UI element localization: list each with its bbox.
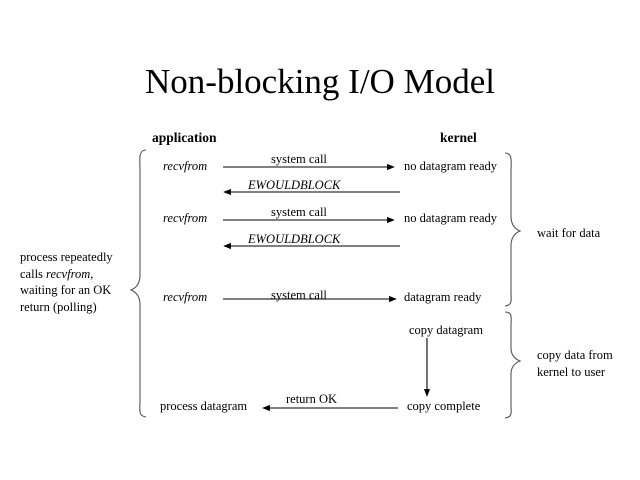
annotation-copy-line-1: copy data from	[537, 348, 613, 362]
recvfrom-call-1: recvfrom	[163, 159, 208, 173]
brace-left-polling	[129, 149, 147, 418]
brace-right-wait-for-data	[504, 152, 522, 307]
recvfrom-call-2: recvfrom	[163, 211, 208, 225]
column-header-kernel: kernel	[440, 130, 477, 145]
annotation-polling-line-2-pre: calls	[20, 266, 47, 281]
caption-ewouldblock-1: EWOULDBLOCK	[248, 178, 341, 192]
kernel-state-1: no datagram ready	[404, 159, 498, 173]
caption-return-ok: return OK	[286, 392, 338, 406]
annotation-polling-line-3: waiting for an OK	[20, 283, 112, 297]
column-header-application: application	[152, 130, 217, 145]
caption-system-call-3: system call	[271, 288, 327, 302]
copy-datagram-label: copy datagram	[409, 323, 483, 337]
caption-system-call-1: system call	[271, 152, 327, 166]
annotation-polling-recvfrom: recvfrom	[46, 266, 91, 281]
annotation-polling: process repeatedly calls recvfrom, waiti…	[20, 249, 132, 315]
caption-system-call-2: system call	[271, 205, 327, 219]
kernel-state-2: no datagram ready	[404, 211, 498, 225]
kernel-state-3: datagram ready	[404, 290, 482, 304]
recvfrom-call-3: recvfrom	[163, 290, 208, 304]
annotation-copy-line-2: kernel to user	[537, 364, 606, 379]
annotation-copy-data: copy data from kernel to user	[537, 347, 637, 380]
annotation-wait-for-data: wait for data	[537, 226, 601, 240]
annotation-polling-line-2-post: ,	[90, 266, 94, 281]
copy-complete-label: copy complete	[407, 399, 481, 413]
annotation-polling-line-4: return (polling)	[20, 299, 97, 314]
caption-ewouldblock-2: EWOULDBLOCK	[248, 232, 341, 246]
brace-right-copy-data	[504, 311, 522, 419]
annotation-polling-line-1: process repeatedly	[20, 250, 113, 264]
page-title: Non-blocking I/O Model	[145, 62, 495, 101]
process-datagram-label: process datagram	[160, 399, 248, 413]
